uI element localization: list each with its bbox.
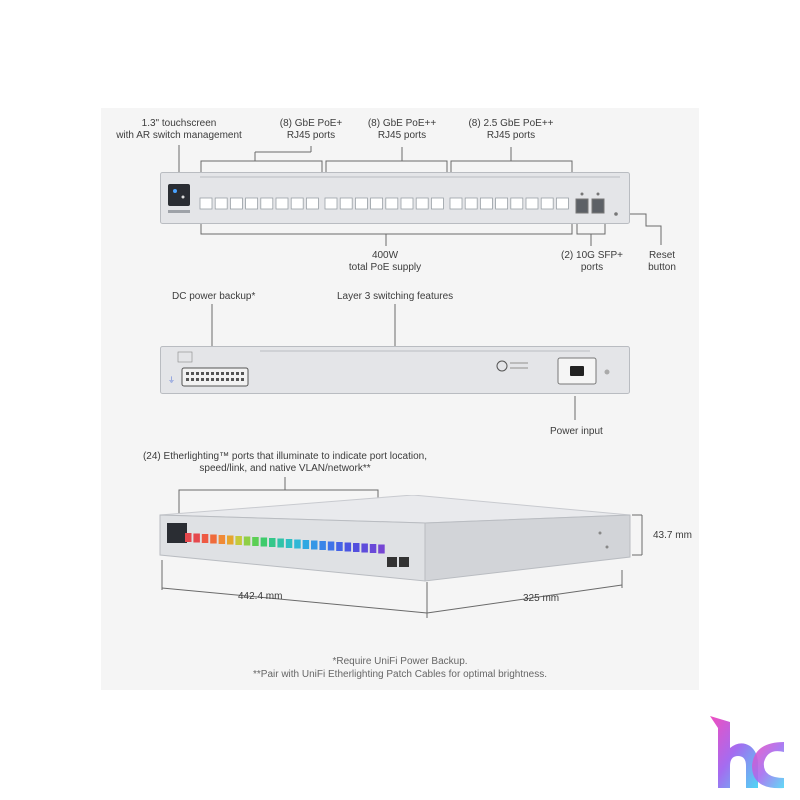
rj45-port (510, 197, 524, 210)
rj45-port (230, 197, 243, 210)
etherlighting-port (319, 541, 326, 550)
etherlighting-port (277, 538, 284, 548)
svg-text:⏚: ⏚ (168, 376, 175, 384)
rj45-port (400, 197, 414, 210)
label-25gbe-poe-plusplus: (8) 2.5 GbE PoE++RJ45 ports (468, 118, 554, 141)
u-logo-icon (496, 360, 508, 372)
rj45-port (245, 197, 258, 210)
etherlighting-port (243, 536, 251, 546)
etherlighting-port (218, 535, 226, 544)
sfp-port-1 (575, 198, 589, 214)
etherlighting-port (210, 534, 217, 544)
sfp-port-2 (591, 198, 605, 214)
rj45-port (415, 197, 429, 210)
etherlighting-port (269, 538, 276, 547)
rj45-port (540, 197, 554, 210)
etherlighting-port (361, 543, 368, 553)
label-dc-power-backup: DC power backup* (172, 291, 256, 302)
etherlighting-port (260, 537, 268, 547)
rj45-port (354, 197, 368, 210)
label-width: 442.4 mm (238, 591, 283, 602)
rj45-port (430, 197, 444, 210)
etherlighting-port (294, 539, 301, 549)
label-power-input: Power input (550, 426, 603, 437)
switch-rear-view: ⏚ (160, 346, 630, 394)
rj45-port (495, 197, 509, 210)
etherlighting-port (311, 540, 318, 550)
rj45-port (275, 197, 289, 210)
rj45-port (214, 197, 228, 210)
label-gbe-poe-plus: (8) GbE PoE+RJ45 ports (279, 118, 343, 141)
label-gbe-poe-plusplus: (8) GbE PoE++RJ45 ports (367, 118, 437, 141)
etherlighting-port (252, 537, 259, 546)
hc-gradient-logo (710, 716, 784, 789)
etherlighting-port (227, 535, 234, 545)
etherlighting-port (353, 543, 360, 552)
switch-perspective-view (159, 495, 631, 582)
etherlighting-port (369, 544, 377, 553)
rj45-port (385, 197, 399, 210)
etherlighting-port (344, 542, 352, 552)
etherlighting-port (185, 533, 192, 542)
rj45-port (260, 197, 274, 210)
rj45-port (464, 197, 478, 210)
rj45-port (339, 197, 353, 210)
rj45-port (555, 197, 569, 210)
label-height: 43.7 mm (653, 530, 692, 541)
label-sfp-ports: (2) 10G SFP+ports (561, 250, 623, 273)
label-depth: 325 mm (523, 593, 560, 604)
footnote-1: *Require UniFi Power Backup. (332, 656, 468, 667)
etherlighting-port (336, 542, 343, 551)
rj45-port (305, 197, 319, 210)
etherlighting-port (378, 544, 385, 554)
rj45-port (479, 197, 493, 210)
rj45-port (449, 197, 463, 210)
dc-power-backup-port (181, 367, 249, 387)
rj45-port (370, 197, 384, 210)
touchscreen (168, 184, 190, 206)
reset-button (614, 212, 618, 216)
footnote-2: **Pair with UniFi Etherlighting Patch Ca… (252, 669, 548, 680)
rj45-port (199, 197, 213, 210)
etherlighting-port (193, 533, 200, 543)
rj45-port (290, 197, 304, 210)
label-etherlighting: (24) Etherlighting™ ports that illuminat… (142, 451, 428, 474)
rj45-port (525, 197, 539, 210)
etherlighting-port (235, 536, 242, 545)
label-layer3: Layer 3 switching features (337, 291, 454, 302)
etherlighting-port (285, 539, 293, 548)
etherlighting-port (327, 541, 335, 551)
switch-front-view (160, 172, 630, 224)
etherlighting-port (302, 540, 310, 549)
etherlighting-port (201, 534, 209, 543)
rj45-port (324, 197, 338, 210)
